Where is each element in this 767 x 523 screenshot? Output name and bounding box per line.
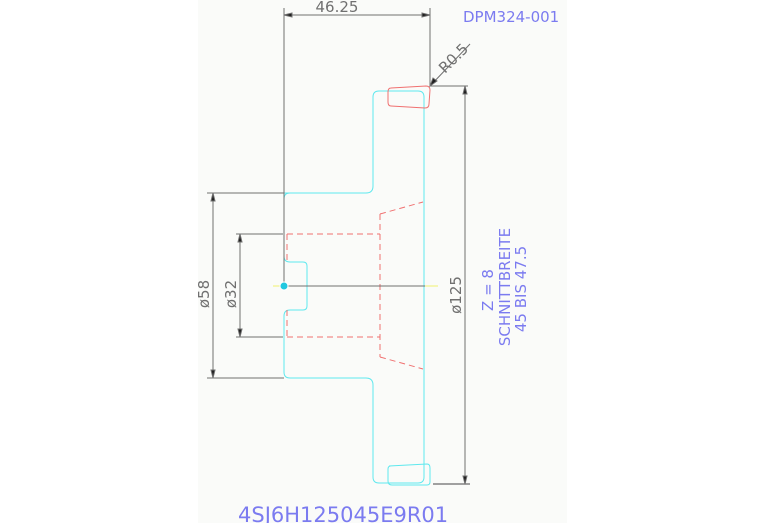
part-outline bbox=[283, 90, 431, 486]
dim-bore-diameter: ø32 bbox=[222, 280, 240, 308]
origin-marker-icon bbox=[279, 281, 289, 291]
note-cut-width-range: 45 BIS 47.5 bbox=[512, 246, 530, 332]
article-code: 4SJ6H125045E9R01 bbox=[238, 503, 448, 523]
profile-line bbox=[283, 90, 425, 484]
dim-hub-diameter: ø58 bbox=[195, 280, 213, 308]
dim-radius: R0.5 bbox=[435, 40, 472, 77]
dim-width: 46.25 bbox=[316, 0, 359, 16]
part-number: DPM324-001 bbox=[463, 8, 559, 26]
note-cut-width-label: SCHNITTBREITE bbox=[496, 228, 514, 346]
dimension-lines bbox=[207, 8, 471, 485]
top-tooth-outline bbox=[387, 85, 431, 109]
hidden-lines bbox=[286, 85, 431, 370]
bottom-tooth-outline bbox=[387, 463, 431, 486]
note-teeth: Z = 8 bbox=[479, 269, 497, 311]
drawing-sheet bbox=[198, 0, 567, 523]
dim-outer-diameter: ø125 bbox=[447, 276, 465, 314]
